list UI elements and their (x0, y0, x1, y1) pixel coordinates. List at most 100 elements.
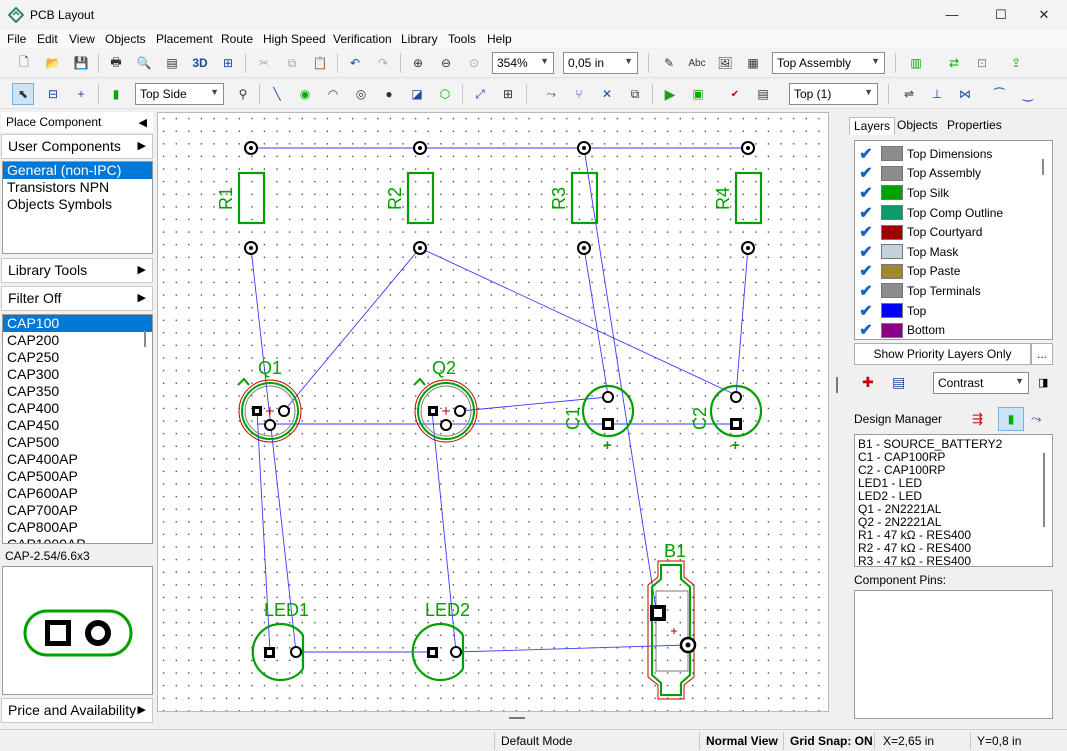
dm-components-icon[interactable]: ⇶ (972, 411, 983, 426)
select-arrow-icon[interactable]: ⬉ (12, 83, 34, 105)
open-folder-icon[interactable]: 📂 (45, 56, 61, 70)
checkbox-check-icon[interactable]: ✔ (859, 145, 873, 163)
polygon-icon[interactable]: ⬡ (439, 87, 451, 101)
collapse-arrow-icon[interactable]: ◀ (138, 117, 147, 129)
contrast-combo[interactable]: Contrast▼ (933, 372, 1029, 394)
component-pins-list[interactable] (854, 590, 1053, 719)
layer-color-swatch[interactable] (881, 165, 903, 181)
layer-color-swatch[interactable] (881, 185, 903, 201)
place-part-icon[interactable]: ▮ (112, 87, 120, 101)
checkbox-check-icon[interactable]: ✔ (859, 243, 873, 261)
layer-row[interactable]: ✔Bottom (855, 320, 1049, 340)
text-abc-button[interactable]: Abc (688, 57, 706, 69)
design-manager-item[interactable]: Q1 - 2N2221AL (858, 502, 942, 516)
copper-pour-icon[interactable]: ◪ (411, 87, 423, 101)
dimension-icon[interactable]: ⊟ (47, 87, 59, 101)
crosshair-icon[interactable]: + (77, 87, 85, 101)
save-icon[interactable]: 💾 (73, 56, 89, 70)
checkbox-check-icon[interactable]: ✔ (859, 282, 873, 300)
export-icon[interactable]: ⇪ (1010, 56, 1022, 70)
copy-icon[interactable]: ⧉ (287, 55, 297, 70)
category-item[interactable]: Objects Symbols (7, 196, 113, 212)
paste-icon[interactable]: 📋 (312, 56, 328, 70)
layer-row[interactable]: ✔Top (855, 301, 1049, 321)
checkbox-check-icon[interactable]: ✔ (859, 204, 873, 222)
transistor-q2[interactable] (413, 377, 478, 443)
capacitor-c2[interactable] (709, 384, 763, 438)
menu-route[interactable]: Route (221, 32, 254, 46)
category-item[interactable]: Transistors NPN (7, 179, 110, 195)
component-list-item[interactable]: CAP400 (7, 400, 60, 416)
new-file-icon[interactable]: 🗋 (19, 54, 29, 69)
view-layer-combo[interactable]: Top Assembly▼ (772, 52, 885, 74)
design-manager-item[interactable]: LED2 - LED (858, 489, 923, 503)
image-icon[interactable]: 🖼 (717, 56, 733, 70)
category-item[interactable]: General (non-IPC) (3, 162, 152, 179)
layer-color-swatch[interactable] (881, 303, 903, 319)
layer-row[interactable]: ✔Top Mask (855, 242, 1049, 262)
qr-code-icon[interactable]: ▦ (747, 56, 759, 70)
transistor-q1[interactable] (237, 377, 302, 443)
autoroute-settings-icon[interactable]: ▣ (692, 87, 704, 101)
menu-help[interactable]: Help (487, 32, 512, 46)
layer-color-swatch[interactable] (881, 244, 903, 260)
menu-objects[interactable]: Objects (105, 32, 146, 46)
component-list-item[interactable]: CAP200 (7, 332, 60, 348)
run-autoroute-icon[interactable]: ▶ (664, 85, 676, 102)
report-icon[interactable]: ▤ (166, 56, 178, 70)
route-trace-icon[interactable]: ⤳ (546, 86, 556, 101)
maximize-button[interactable]: ☐ (995, 7, 1007, 22)
layer-row[interactable]: ✔Top Dimensions (855, 144, 1049, 164)
layer-color-swatch[interactable] (881, 224, 903, 240)
scrollbar-thumb[interactable] (1042, 159, 1044, 175)
drc-check-icon[interactable]: ✔ (730, 88, 740, 100)
design-manager-item[interactable]: C2 - CAP100RP (858, 463, 946, 477)
design-manager-item[interactable]: R2 - 47 kΩ - RES400 (858, 541, 972, 555)
show-priority-layers-button[interactable]: Show Priority Layers Only (854, 343, 1031, 365)
align-icon[interactable]: ⊡ (976, 56, 988, 70)
category-list[interactable]: General (non-IPC) Transistors NPN Object… (2, 161, 153, 254)
add-layer-icon[interactable]: ✚ (862, 374, 874, 390)
impedance-icon[interactable]: ⏝ (1022, 86, 1034, 101)
component-list-item[interactable]: CAP800AP (7, 519, 78, 535)
design-manager-item[interactable]: R1 - 47 kΩ - RES400 (858, 528, 972, 542)
user-components-button[interactable]: User Components▶ (1, 134, 153, 159)
net-list-icon[interactable]: ⧉ (630, 86, 640, 101)
table-grid-icon[interactable]: ⊞ (502, 87, 514, 101)
pad-icon[interactable]: ● (385, 87, 393, 101)
checkbox-check-icon[interactable]: ✔ (859, 184, 873, 202)
component-list-item[interactable]: CAP100 (3, 315, 152, 332)
component-list-item[interactable]: CAP350 (7, 383, 60, 399)
tab-properties[interactable]: Properties (947, 118, 1002, 132)
tab-objects[interactable]: Objects (897, 118, 938, 132)
layer-row[interactable]: ✔Top Silk (855, 183, 1049, 203)
checkbox-check-icon[interactable]: ✔ (859, 224, 873, 242)
more-options-button[interactable]: ... (1031, 343, 1053, 365)
scrollbar-thumb[interactable] (1043, 453, 1045, 527)
layers-list[interactable]: ✔Top Dimensions✔Top Assembly✔Top Silk✔To… (854, 140, 1053, 340)
drc-settings-icon[interactable]: ▤ (757, 87, 769, 101)
layer-color-swatch[interactable] (881, 205, 903, 221)
print-preview-icon[interactable]: 🔍 (136, 56, 152, 70)
menu-file[interactable]: File (7, 32, 27, 46)
tab-layers[interactable]: Layers (849, 117, 896, 135)
layer-row[interactable]: ✔Top Terminals (855, 281, 1049, 301)
panelize-icon[interactable]: ⊞ (222, 56, 234, 70)
swap-icon[interactable]: ⇄ (948, 56, 960, 70)
scrollbar-thumb[interactable] (144, 331, 146, 347)
component-list-item[interactable]: CAP700AP (7, 502, 78, 518)
checkbox-check-icon[interactable]: ✔ (859, 322, 873, 340)
menu-library[interactable]: Library (401, 32, 438, 46)
layer-colors-icon[interactable]: ◨ (1038, 377, 1049, 389)
menu-tools[interactable]: Tools (448, 32, 477, 46)
price-availability-button[interactable]: Price and Availability▶ (1, 698, 153, 723)
library-tools-button[interactable]: Library Tools▶ (1, 258, 153, 283)
checkbox-check-icon[interactable]: ✔ (859, 302, 873, 320)
component-list-item[interactable]: CAP450 (7, 417, 60, 433)
pcb-canvas[interactable]: R1 R2 R3 R4 Q1 Q2 C1 C2 LED1 LED2 B1 + + (157, 112, 829, 712)
minimize-button[interactable]: — (945, 7, 959, 22)
find-binoculars-icon[interactable]: ⚲ (238, 87, 248, 101)
print-icon[interactable]: 🖶 (110, 54, 122, 69)
layer-row[interactable]: ✔Top Paste (855, 262, 1049, 282)
